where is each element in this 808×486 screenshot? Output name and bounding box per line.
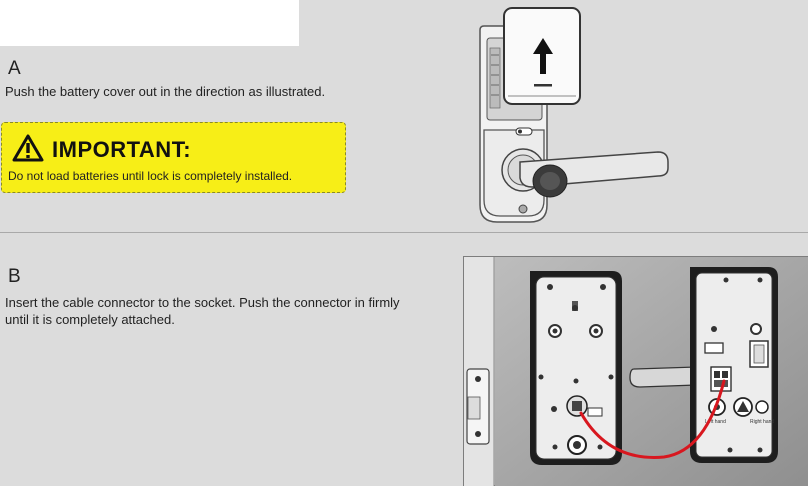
cable-connection-illustration: Left hand Right hand [464,257,808,486]
step-a-instruction: Push the battery cover out in the direct… [5,84,326,99]
step-b-instruction-line2: until it is completely attached. [5,312,175,327]
step-b-letter: B [8,266,21,287]
battery-cover-illustration [479,7,669,223]
important-callout: IMPORTANT: Do not load batteries until l… [1,122,346,193]
blank-header-area [0,0,299,46]
right-hand-label: Right hand [750,419,774,425]
step-a-letter: A [8,58,21,79]
step-b-instruction-line1: Insert the cable connector to the socket… [5,295,400,310]
red-cable [579,379,726,459]
left-hand-label: Left hand [705,419,726,425]
cable-connection-photo: Left hand Right hand [463,256,808,486]
important-title: IMPORTANT: [52,137,192,162]
important-header: IMPORTANT: [12,134,192,167]
important-message: Do not load batteries until lock is comp… [8,169,293,183]
warning-icon [12,134,44,167]
section-divider [0,232,808,233]
